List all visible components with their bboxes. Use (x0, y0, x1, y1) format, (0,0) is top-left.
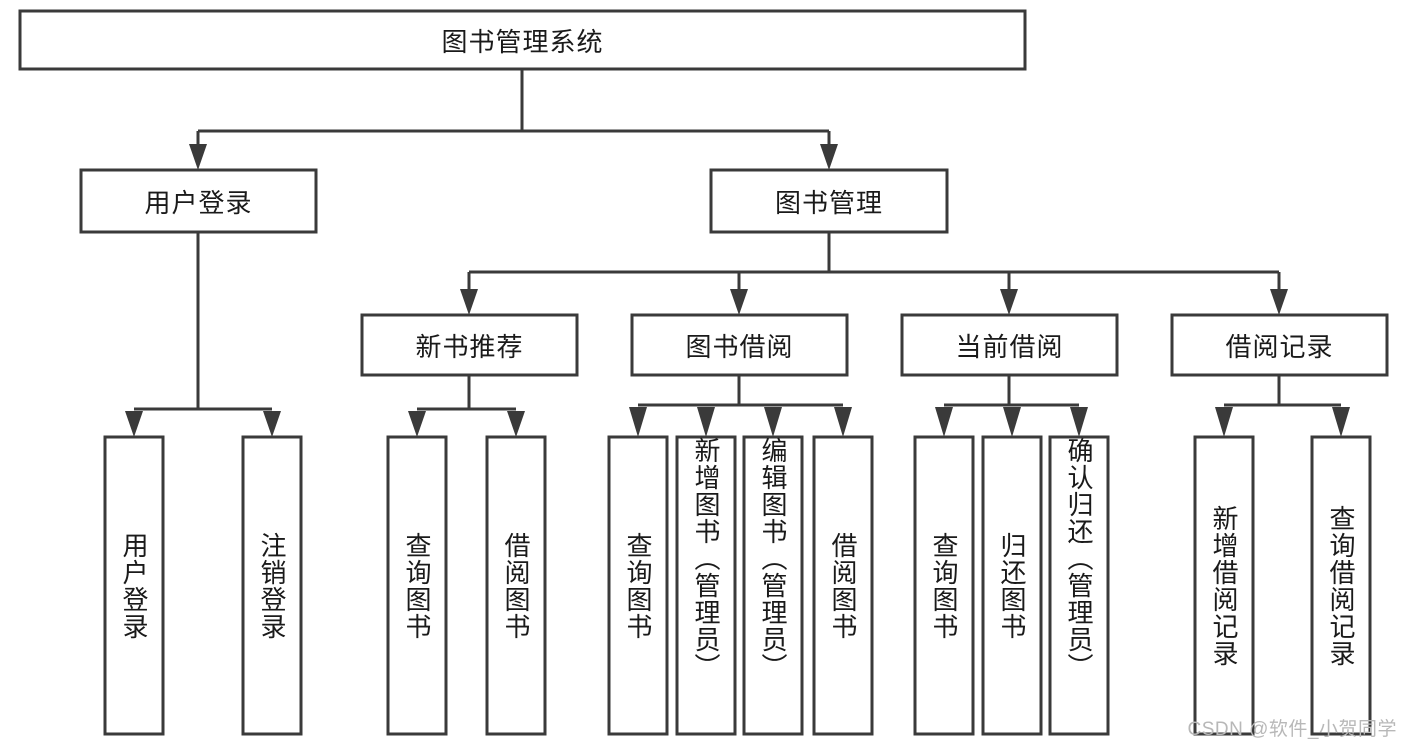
node-box-leaf-borrow-book-bb[interactable] (812, 435, 874, 736)
node-box-leaf-query-book-cb[interactable] (913, 435, 975, 736)
node-box-book-borrow[interactable] (630, 313, 849, 377)
connector-group-user-login (125, 232, 281, 437)
arrow-head-leaf-query-book-rec (408, 411, 426, 437)
arrow-head-leaf-query-book-cb (935, 407, 953, 437)
arrow-head-leaf-add-book-admin (697, 407, 715, 437)
csdn-watermark: CSDN @软件_小贺同学 (1187, 719, 1397, 740)
node-box-borrow-record[interactable] (1170, 313, 1389, 377)
arrow-head-leaf-add-borrow-record (1215, 407, 1233, 437)
arrow-head-leaf-user-login (125, 411, 143, 437)
node-box-leaf-query-book-rec[interactable] (386, 435, 448, 736)
node-box-leaf-edit-book-admin[interactable] (742, 435, 804, 736)
node-box-leaf-logout[interactable] (241, 435, 303, 736)
arrow-head-leaf-borrow-book-bb (834, 407, 852, 437)
connector-group-root (189, 69, 838, 170)
arrow-head-user-login (189, 144, 207, 170)
node-box-leaf-add-book-admin[interactable] (675, 435, 737, 736)
connector-group-borrow-record (1215, 375, 1350, 437)
arrow-head-leaf-logout (263, 411, 281, 437)
node-box-leaf-query-borrow-record[interactable] (1310, 435, 1372, 736)
node-box-leaf-return-book[interactable] (981, 435, 1043, 736)
node-box-leaf-confirm-return-admin[interactable] (1048, 435, 1110, 736)
arrow-head-leaf-borrow-book-rec (507, 411, 525, 437)
node-box-root[interactable] (18, 9, 1027, 71)
arrow-head-leaf-return-book (1003, 407, 1021, 437)
arrow-head-book-borrow (730, 289, 748, 315)
node-box-user-login[interactable] (79, 168, 318, 234)
arrow-head-book-manage (820, 144, 838, 170)
connector-group-book-borrow (629, 375, 852, 437)
arrow-head-leaf-query-book-bb (629, 407, 647, 437)
arrow-head-borrow-record (1270, 289, 1288, 315)
node-box-leaf-add-borrow-record[interactable] (1193, 435, 1255, 736)
arrow-head-leaf-edit-book-admin (764, 407, 782, 437)
arrow-head-current-borrow (1000, 289, 1018, 315)
connector-group-current-borrow (935, 375, 1088, 437)
arrow-head-leaf-confirm-return-admin (1070, 407, 1088, 437)
connector-group-new-book-rec (408, 375, 525, 437)
arrow-head-leaf-query-borrow-record (1332, 407, 1350, 437)
node-box-leaf-borrow-book-rec[interactable] (485, 435, 547, 736)
node-box-new-book-rec[interactable] (360, 313, 579, 377)
node-box-book-manage[interactable] (709, 168, 949, 234)
connector-group-book-manage (460, 232, 1288, 315)
node-box-current-borrow[interactable] (900, 313, 1119, 377)
arrow-head-new-book-rec (460, 289, 478, 315)
node-box-leaf-user-login[interactable] (103, 435, 165, 736)
node-box-leaf-query-book-bb[interactable] (607, 435, 669, 736)
